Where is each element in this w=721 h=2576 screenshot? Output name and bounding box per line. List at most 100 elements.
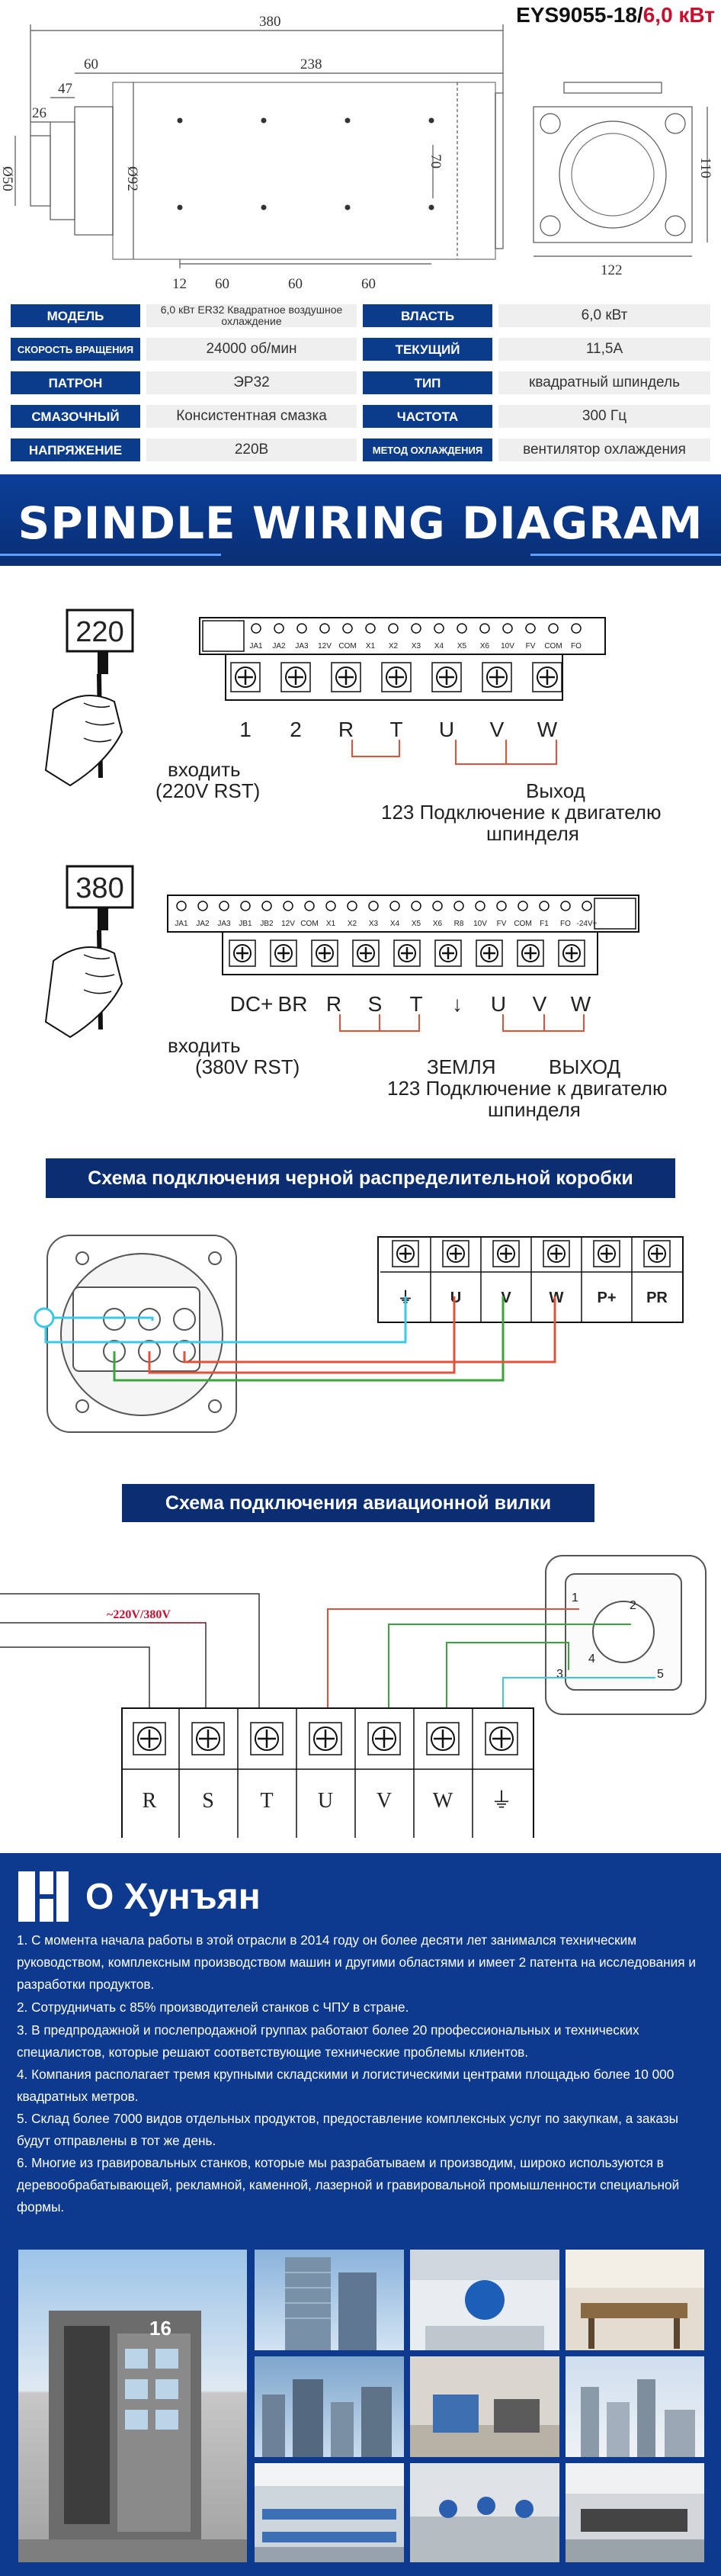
dim-nose-length: 47 [58, 81, 72, 97]
terminal-screw-380 [283, 901, 293, 911]
output-label-220: Выход [526, 779, 585, 802]
supply-label: ~220V/380V [107, 1608, 171, 1621]
terminal-screw-380 [325, 901, 336, 911]
terminal-screw-380 [475, 901, 485, 911]
aviation-term-label: R [143, 1789, 157, 1813]
pin-labels: 1 2 3 4 5 [556, 1592, 664, 1681]
screw-row-220 [230, 662, 562, 692]
black-box-screw [492, 1240, 520, 1267]
voltage-220: 220 [75, 616, 123, 648]
dim-diam-nose: Ø50 [0, 166, 15, 191]
aviation-screw [133, 1722, 166, 1755]
photo-showroom [410, 2356, 559, 2457]
terminal-screw-380 [496, 901, 507, 911]
terminal-screw-380 [539, 901, 550, 911]
terminal-screw-220 [457, 623, 467, 634]
pin-2: 2 [630, 1599, 636, 1612]
terminal-label-380: X4 [390, 920, 400, 928]
terminal-screw-380 [411, 901, 421, 911]
product-title: EYS9055-18/6,0 кВт [516, 3, 715, 27]
black-box-wires [44, 1296, 556, 1382]
terminal-label-380: X3 [369, 920, 379, 928]
photo-reception [410, 2250, 559, 2350]
terminal-screw-380 [518, 901, 528, 911]
spec-value: вентилятор охлаждения [498, 438, 710, 461]
terminal-label-380: COM [300, 920, 318, 928]
black-box-screw [442, 1240, 469, 1267]
terminal-screw-220 [502, 623, 513, 634]
pin-4: 4 [588, 1653, 595, 1665]
terminal-screw-380 [453, 901, 464, 911]
terminal-label-380: JB1 [239, 920, 252, 928]
terminal-label-220: FV [526, 642, 536, 650]
power-terminal-label-220: 2 [290, 718, 302, 741]
terminal-label-380: R8 [454, 920, 464, 928]
black-box-term-label: U [450, 1290, 461, 1306]
power-terminal-380 [270, 940, 297, 967]
input-label-220: входить [168, 758, 241, 781]
spec-row: СКОРОСТЬ ВРАЩЕНИЯ 24000 об/мин ТЕКУЩИЙ 1… [11, 332, 710, 366]
spec-label: МОДЕЛЬ [11, 304, 140, 327]
output-label-380: ВЫХОД [549, 1055, 620, 1078]
terminal-label-220: COM [544, 642, 562, 650]
photo-office [566, 2250, 704, 2350]
photo-workers [410, 2463, 559, 2562]
spec-row: МОДЕЛЬ 6,0 кВт ER32 Квадратное воздушное… [11, 299, 710, 332]
aviation-term-label: ⏚ [491, 1789, 512, 1813]
power-terminal-220 [431, 662, 462, 692]
power-terminal-380 [393, 940, 421, 967]
spec-value: ЭР32 [146, 371, 357, 394]
spec-label: НАПРЯЖЕНИЕ [11, 438, 140, 461]
terminal-label-220: X1 [366, 642, 376, 650]
company-paragraph: 5. Склад более 7000 видов отдельных прод… [17, 2111, 678, 2148]
ground-label-380: ЗЕМЛЯ [427, 1055, 496, 1078]
terminal-label-380: X1 [326, 920, 336, 928]
spec-row: НАПРЯЖЕНИЕ 220В МЕТОД ОХЛАЖДЕНИЯ вентиля… [11, 433, 710, 467]
photo-factory-line [255, 2463, 404, 2562]
power-terminal-380 [352, 940, 380, 967]
aviation-screw [191, 1722, 225, 1755]
power-terminal-label-220: 1 [239, 718, 252, 741]
dim-bottom-60b: 60 [288, 276, 303, 292]
spec-label: ЧАСТОТА [363, 405, 492, 428]
input-sub-220: (220V RST) [155, 779, 260, 802]
power-text: 6,0 кВт [642, 3, 715, 27]
company-header: О Хунъян [18, 1871, 261, 1922]
power-terminal-label-380: V [533, 992, 547, 1016]
black-box-screw [643, 1240, 671, 1267]
aviation-term-label: V [377, 1789, 392, 1813]
dimension-drawing: 380 238 60 47 26 Ø50 Ø92 70 110 122 12 6… [0, 14, 713, 292]
aviation-title: Схема подключения авиационной вилки [122, 1484, 594, 1522]
terminal-screw-220 [296, 623, 307, 634]
terminal-screw-380 [176, 901, 187, 911]
output-desc-380: 123 Подключение к двигателю [387, 1077, 667, 1100]
output-desc2-380: шпинделя [488, 1098, 581, 1121]
terminal-screw-380 [368, 901, 379, 911]
aviation-term-label: T [260, 1789, 273, 1813]
terminal-label-380: X2 [348, 920, 357, 928]
spec-label: ТЕКУЩИЙ [363, 338, 492, 361]
power-terminal-label-220: T [389, 718, 402, 741]
dim-bottom-12: 12 [172, 276, 187, 292]
dim-bottom-60c: 60 [361, 276, 376, 292]
terminal-screw-380 [261, 901, 272, 911]
terminal-screw-380 [432, 901, 443, 911]
terminal-screw-220 [434, 623, 444, 634]
pin-5: 5 [657, 1668, 664, 1681]
terminal-label-380: FO [560, 920, 571, 928]
photo-workshop [566, 2463, 704, 2562]
terminal-screw-380 [240, 901, 251, 911]
terminal-label-220: X5 [457, 642, 467, 650]
pin-3: 3 [556, 1668, 563, 1681]
power-terminal-220 [331, 662, 361, 692]
spec-row: СМАЗОЧНЫЙ Консистентная смазка ЧАСТОТА 3… [11, 400, 710, 433]
terminal-label-220: JA2 [272, 642, 286, 650]
hand-plug-220: 220 [44, 609, 134, 787]
